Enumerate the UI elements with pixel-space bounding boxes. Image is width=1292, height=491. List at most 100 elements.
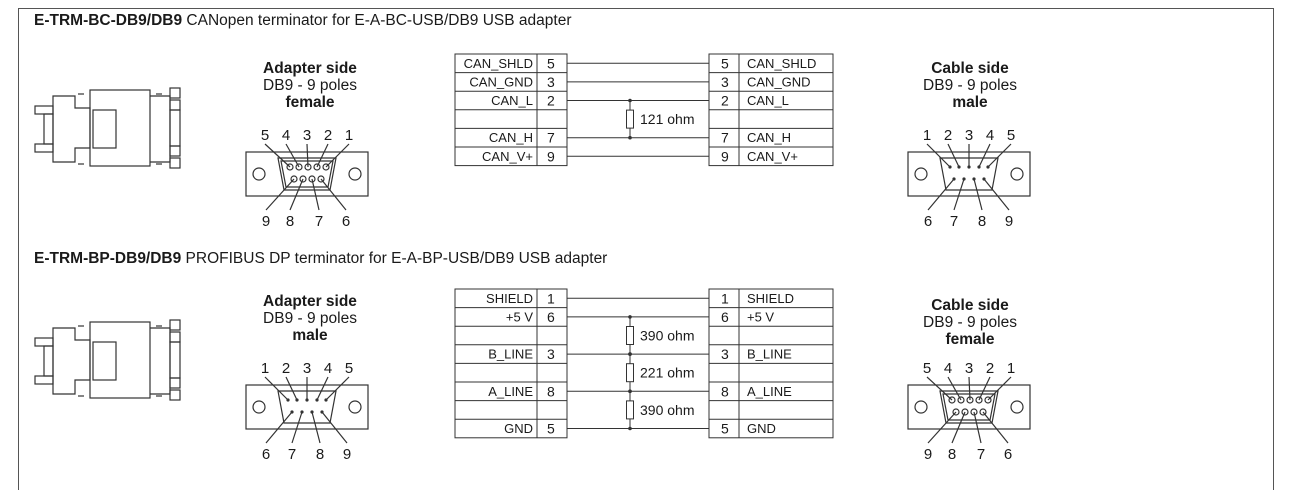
pin-label: 1 xyxy=(923,127,931,144)
signal-label: CAN_GND xyxy=(747,74,811,89)
pin-number: 9 xyxy=(721,148,729,164)
signal-label: CAN_SHLD xyxy=(464,56,533,71)
pin-label: 4 xyxy=(282,127,290,144)
pin-number: 6 xyxy=(547,309,555,325)
pin-label: 6 xyxy=(342,213,350,230)
pin-label: 8 xyxy=(948,446,956,463)
signal-label: CAN_L xyxy=(491,93,533,108)
pin-number: 7 xyxy=(721,130,729,146)
part-code: E-TRM-BC-DB9/DB9 xyxy=(34,12,183,29)
pin-number: 2 xyxy=(547,93,555,109)
signal-label: +5 V xyxy=(506,309,533,324)
pin-label: 6 xyxy=(262,446,270,463)
pin-number: 5 xyxy=(721,55,729,71)
side-heading: Adapter side xyxy=(263,60,357,77)
pin-label: 9 xyxy=(262,213,270,230)
section-title-profibus: E-TRM-BP-DB9/DB9 PROFIBUS DP terminator … xyxy=(34,250,607,268)
pin-label: 9 xyxy=(1005,213,1013,230)
adapter-drawing xyxy=(34,319,181,401)
pin-label: 4 xyxy=(944,360,952,377)
db9-female-connector: 5 4 3 2 1 9 8 7 6 xyxy=(245,127,369,230)
signal-label: SHIELD xyxy=(486,291,533,306)
pin-label: 7 xyxy=(315,213,323,230)
diagram-frame xyxy=(18,8,1274,490)
db9-male-connector: 1 2 3 4 5 6 7 8 9 xyxy=(907,127,1031,230)
adapter-drawing xyxy=(34,87,181,169)
pin-label: 4 xyxy=(324,360,332,377)
pin-label: 7 xyxy=(950,213,958,230)
signal-label: CAN_H xyxy=(489,130,533,145)
adapter-side-label: Adapter side DB9 - 9 poles female xyxy=(235,60,385,111)
pin-label: 3 xyxy=(965,360,973,377)
resistor xyxy=(626,363,634,383)
junction xyxy=(628,352,632,356)
signal-label: +5 V xyxy=(747,309,774,324)
side-poles: DB9 - 9 poles xyxy=(263,77,357,94)
side-gender: male xyxy=(292,327,328,344)
part-description: PROFIBUS DP terminator for E-A-BP-USB/DB… xyxy=(181,250,608,267)
signal-label: SHIELD xyxy=(747,291,794,306)
side-poles: DB9 - 9 poles xyxy=(263,310,357,327)
pin-label: 3 xyxy=(965,127,973,144)
signal-label: CAN_L xyxy=(747,93,789,108)
pin-number: 5 xyxy=(721,421,729,437)
section-title-canopen: E-TRM-BC-DB9/DB9 CANopen terminator for … xyxy=(34,12,571,30)
pin-label: 7 xyxy=(977,446,985,463)
pin-label: 8 xyxy=(286,213,294,230)
junction xyxy=(628,98,632,103)
pin-label: 6 xyxy=(1004,446,1012,463)
pin-label: 1 xyxy=(261,360,269,377)
pin-number: 3 xyxy=(547,74,555,90)
junction xyxy=(628,426,632,431)
junction xyxy=(628,315,632,319)
resistor-value: 390 ohm xyxy=(640,402,694,418)
pin-label: 1 xyxy=(1007,360,1015,377)
pin-label: 9 xyxy=(924,446,932,463)
side-poles: DB9 - 9 poles xyxy=(923,314,1017,331)
part-code: E-TRM-BP-DB9/DB9 xyxy=(34,250,182,267)
resistor xyxy=(626,109,634,129)
side-poles: DB9 - 9 poles xyxy=(923,77,1017,94)
resistor xyxy=(626,326,634,345)
side-gender: female xyxy=(945,331,995,348)
junction xyxy=(628,135,632,140)
signal-label: B_LINE xyxy=(747,347,792,362)
pin-label: 5 xyxy=(261,127,269,144)
signal-label: A_LINE xyxy=(488,384,533,399)
db9-male-connector: 1 2 3 4 5 6 7 8 9 xyxy=(245,360,369,463)
pin-label: 9 xyxy=(343,446,351,463)
adapter-side-label: Adapter side DB9 - 9 poles male xyxy=(235,293,385,344)
pin-label: 3 xyxy=(303,127,311,144)
pin-number: 3 xyxy=(547,346,555,362)
junction xyxy=(628,389,632,394)
pin-number: 3 xyxy=(721,346,729,362)
pin-label: 8 xyxy=(316,446,324,463)
pin-number: 8 xyxy=(547,383,555,399)
pin-label: 2 xyxy=(282,360,290,377)
part-description: CANopen terminator for E-A-BC-USB/DB9 US… xyxy=(182,12,572,29)
pin-label: 5 xyxy=(345,360,353,377)
pin-number: 7 xyxy=(547,130,555,146)
pin-number: 2 xyxy=(721,93,729,109)
pin-label: 2 xyxy=(986,360,994,377)
side-heading: Adapter side xyxy=(263,293,357,310)
resistor-value: 221 ohm xyxy=(640,365,694,381)
side-heading: Cable side xyxy=(931,297,1009,314)
pin-label: 6 xyxy=(924,213,932,230)
signal-label: A_LINE xyxy=(747,384,792,399)
resistor-value: 121 ohm xyxy=(640,111,694,127)
side-heading: Cable side xyxy=(931,60,1009,77)
side-gender: female xyxy=(285,94,335,111)
pin-number: 1 xyxy=(547,290,555,306)
resistor-value: 390 ohm xyxy=(640,328,694,344)
signal-label: GND xyxy=(747,421,776,436)
pin-number: 1 xyxy=(721,290,729,306)
pin-number: 3 xyxy=(721,74,729,90)
pin-number: 8 xyxy=(721,383,729,399)
pin-label: 5 xyxy=(923,360,931,377)
pin-number: 5 xyxy=(547,55,555,71)
signal-label: B_LINE xyxy=(488,347,533,362)
side-gender: male xyxy=(952,94,988,111)
